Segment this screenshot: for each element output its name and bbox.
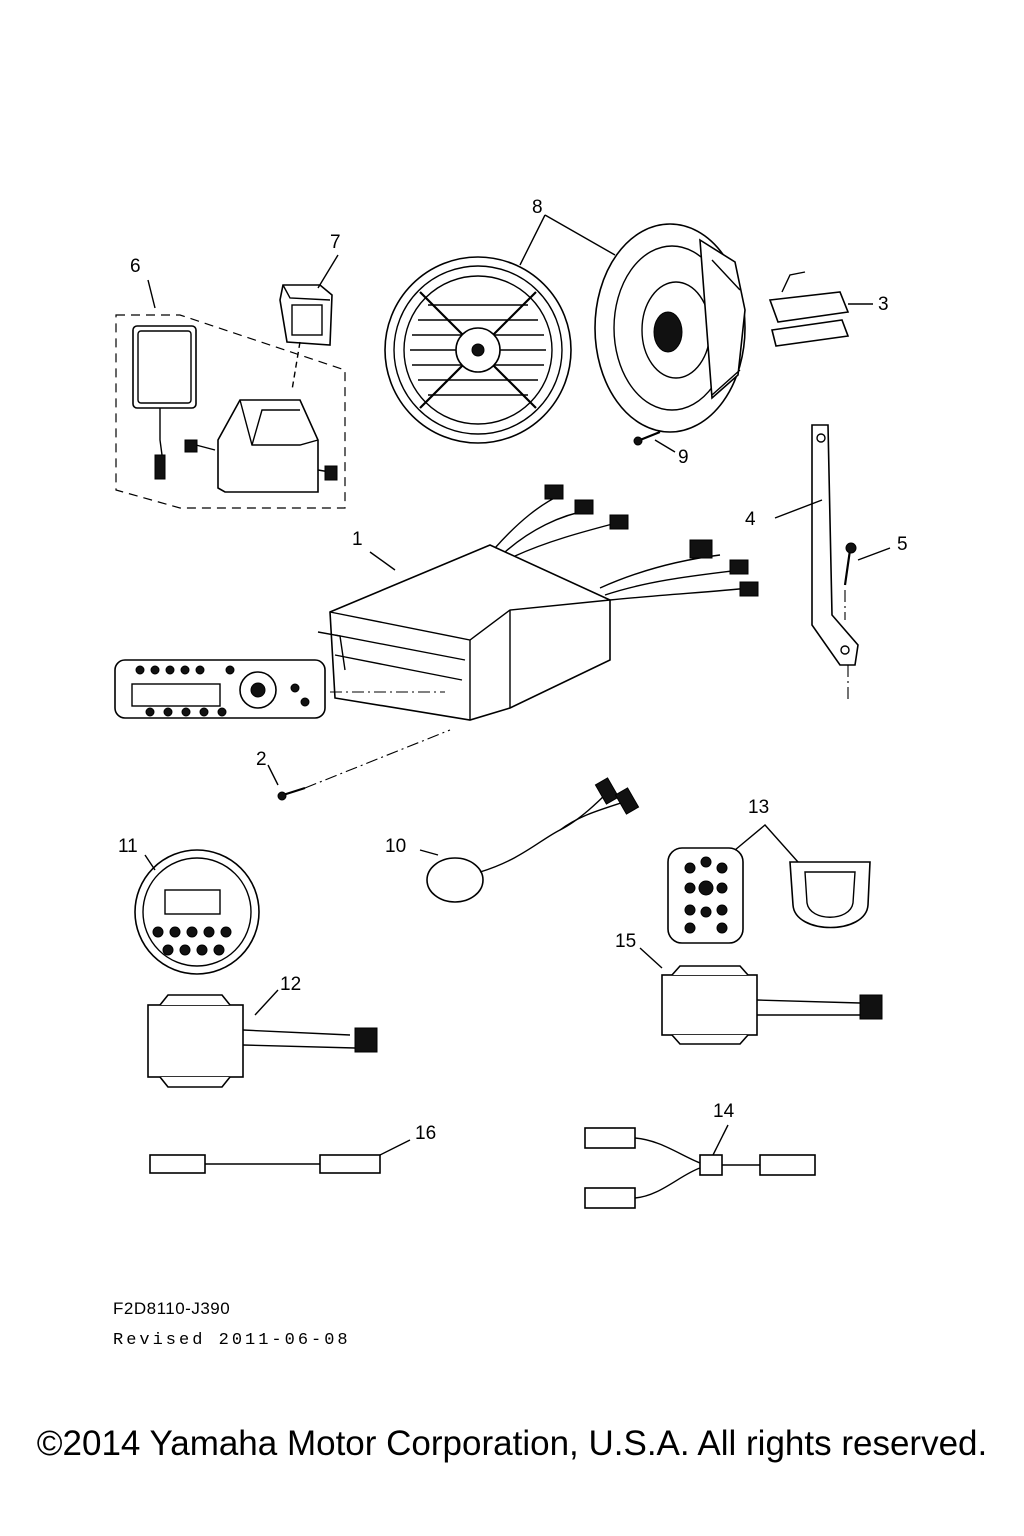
part-8-speaker: [594, 223, 746, 433]
callout-16: 16: [415, 1123, 436, 1144]
revision-date: Revised 2011-06-08: [113, 1331, 351, 1350]
callout-5: 5: [897, 534, 908, 555]
callout-7: 7: [330, 232, 341, 253]
part-15-module: [639, 947, 883, 1045]
part-6-dock-kit: [115, 314, 346, 509]
callout-1: 1: [352, 529, 363, 550]
callout-8: 8: [532, 197, 543, 218]
part-7-cradle-cup: [279, 284, 333, 391]
callout-14: 14: [713, 1101, 735, 1122]
callout-15: 15: [615, 931, 636, 952]
callout-3: 3: [878, 294, 889, 315]
part-8-speaker-grille: [384, 256, 572, 444]
part-5-screw: [843, 542, 891, 620]
part-10-cable: [419, 777, 640, 903]
drawing-code: F2D8110-J390: [113, 1299, 231, 1318]
part-4-bracket: [774, 424, 859, 700]
callout-labels: 1 2 3 4 5 6 7 8 9 10 11 12 13 14 15 16: [118, 197, 908, 1144]
part-3-clips: [768, 271, 873, 347]
callout-2: 2: [256, 749, 267, 770]
callout-4: 4: [745, 509, 756, 530]
callout-10: 10: [385, 836, 406, 857]
part-13-remote: [667, 824, 871, 944]
callout-6: 6: [130, 256, 141, 277]
part-12-module: [147, 989, 378, 1088]
callout-13: 13: [748, 797, 769, 818]
callout-9: 9: [678, 447, 689, 468]
copyright-notice: ©2014 Yamaha Motor Corporation, U.S.A. A…: [36, 1424, 988, 1463]
faceplate: [114, 659, 445, 719]
part-16-cable: [149, 1139, 411, 1174]
part-11-round-remote: [134, 849, 260, 975]
part-2-screw: [267, 729, 451, 801]
part-14-y-cable: [584, 1124, 816, 1209]
callout-leaders: [147, 214, 616, 309]
part-1-head-unit: [317, 484, 759, 721]
callout-11: 11: [118, 836, 138, 857]
part-9-screw: [633, 430, 676, 453]
callout-12: 12: [280, 974, 301, 995]
